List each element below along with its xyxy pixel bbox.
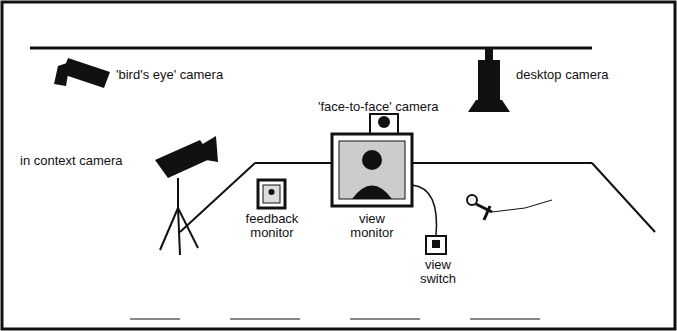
monitor-label: view monitor xyxy=(346,212,398,240)
camera-label: in context camera xyxy=(20,154,160,168)
camera-label: 'face-to-face' camera xyxy=(318,100,478,114)
camera-label: 'bird's eye' camera xyxy=(116,68,276,82)
monitor-label: feedback monitor xyxy=(242,212,302,240)
camera-label: desktop camera xyxy=(516,68,656,82)
switch-label: view switch xyxy=(416,258,460,286)
